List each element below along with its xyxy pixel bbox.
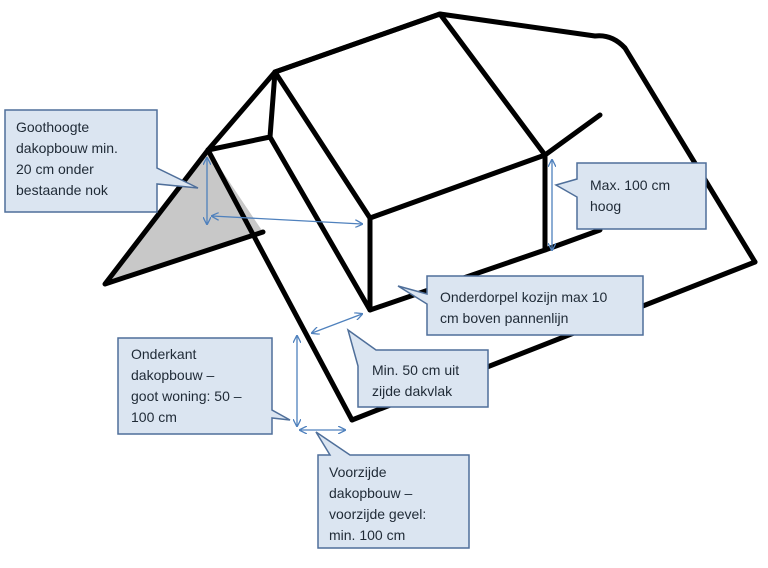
callout-onderkant: Onderkant dakopbouw – goot woning: 50 – …	[131, 346, 242, 425]
callout-voorzijde-box	[315, 431, 470, 549]
callout-min-50-box	[346, 328, 489, 408]
roof-left-edge	[102, 147, 266, 287]
callout-min-50: Min. 50 cm uit zijde dakvlak	[372, 362, 460, 399]
callout-onderkant-box	[117, 337, 291, 435]
callout-max-hoog: Max. 100 cm hoog	[590, 177, 671, 214]
callout-goothoogte-box	[4, 109, 199, 213]
callout-onderdorpel-box	[397, 275, 644, 336]
callout-onderdorpel: Onderdorpel kozijn max 10 cm boven panne…	[440, 289, 608, 326]
callout-goothoogte: Goothoogte dakopbouw min. 20 cm onder be…	[16, 119, 118, 198]
arrow-dormer-depth	[212, 216, 362, 224]
callout-max-hoog-box	[554, 162, 707, 230]
roof-back-line	[542, 112, 603, 158]
dormer-back-edge	[542, 227, 603, 253]
callout-voorzijde: Voorzijde dakopbouw – voorzijde gevel: m…	[329, 464, 427, 543]
dormer-top	[272, 11, 548, 221]
roof-ridge	[205, 11, 443, 153]
arrow-min-50	[312, 314, 362, 333]
roof-front-edge	[205, 147, 355, 423]
roof-right-edge	[437, 11, 758, 265]
